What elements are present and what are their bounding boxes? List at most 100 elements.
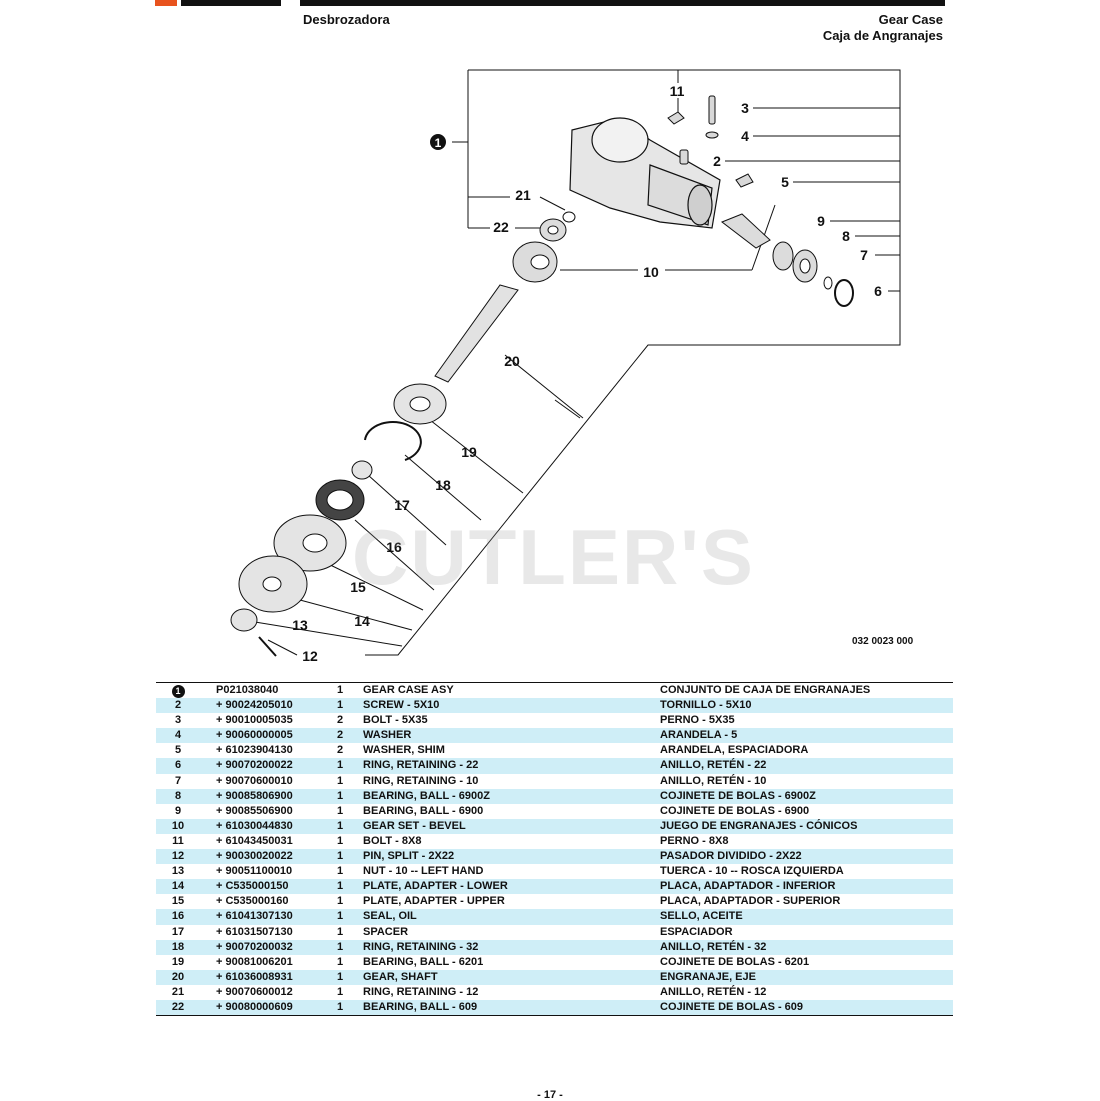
part-description-es: TUERCA - 10 -- ROSCA IZQUIERDA <box>660 865 844 878</box>
part-ref-number: 2 <box>174 699 182 712</box>
part-ref-number: 14 <box>171 880 185 893</box>
part-description-es: PASADOR DIVIDIDO - 2X22 <box>660 850 802 863</box>
callout-3: 3 <box>741 100 749 116</box>
part-ref-number: 22 <box>171 1000 185 1013</box>
part-ref-number: 4 <box>174 729 182 742</box>
part-quantity: 1 <box>337 850 344 863</box>
part-description-es: COJINETE DE BOLAS - 6201 <box>660 955 810 968</box>
part-quantity: 1 <box>337 955 344 968</box>
part-number: + 90070600012 <box>216 985 293 998</box>
part-description-es: ANILLO, RETÉN - 10 <box>660 774 767 787</box>
part-ref-number: 3 <box>174 714 182 727</box>
part-description-es: SELLO, ACEITE <box>660 910 743 923</box>
callout-2: 2 <box>713 153 721 169</box>
callout-19: 19 <box>461 444 477 460</box>
part-description-es: PERNO - 8X8 <box>660 834 729 847</box>
part-description-en: PLATE, ADAPTER - LOWER <box>363 880 508 893</box>
part-quantity: 1 <box>337 985 344 998</box>
section-title-en: Gear Case <box>878 12 943 27</box>
part-number: + 90085506900 <box>216 804 293 817</box>
part-description-es: PERNO - 5X35 <box>660 714 735 727</box>
part-number: + 61043450031 <box>216 834 293 847</box>
part-ref-number: 8 <box>174 789 182 802</box>
part-description-en: BEARING, BALL - 6900 <box>363 804 484 817</box>
callout-14: 14 <box>354 613 370 629</box>
part-number: + 61036008931 <box>216 970 293 983</box>
part-description-es: COJINETE DE BOLAS - 609 <box>660 1000 804 1013</box>
callout-15: 15 <box>350 579 366 595</box>
callout-1: 1 <box>435 136 442 150</box>
section-title-es: Caja de Angranajes <box>822 28 943 43</box>
part-number: + 61041307130 <box>216 910 293 923</box>
part-ref-number: 9 <box>174 804 182 817</box>
part-description-en: RING, RETAINING - 32 <box>363 940 479 953</box>
part-quantity: 1 <box>337 970 344 983</box>
part-quantity: 1 <box>337 865 344 878</box>
part-quantity: 2 <box>337 729 344 742</box>
part-quantity: 1 <box>337 880 344 893</box>
part-description-en: BOLT - 8X8 <box>363 834 422 847</box>
part-ref-number: 17 <box>171 925 185 938</box>
part-description-es: ANILLO, RETÉN - 32 <box>660 940 767 953</box>
part-ref-number: 5 <box>174 744 182 757</box>
part-description-es: PLACA, ADAPTADOR - INFERIOR <box>660 880 836 893</box>
part-quantity: 1 <box>337 819 344 832</box>
part-description-es: COJINETE DE BOLAS - 6900 <box>660 804 810 817</box>
part-ref-number: 10 <box>171 819 185 832</box>
part-quantity: 2 <box>337 714 344 727</box>
callout-18: 18 <box>435 477 451 493</box>
part-quantity: 1 <box>337 834 344 847</box>
part-number: + 90070200032 <box>216 940 293 953</box>
part-description-es: CONJUNTO DE CAJA DE ENGRANAJES <box>660 684 871 696</box>
part-description-en: BOLT - 5X35 <box>363 714 428 727</box>
part-quantity: 1 <box>337 895 344 908</box>
section-title: Gear Case Caja de Angranajes <box>823 12 943 44</box>
part-quantity: 2 <box>337 744 344 757</box>
assembly-callout-icon <box>430 134 446 150</box>
callout-11: 11 <box>670 83 685 99</box>
callout-12: 12 <box>302 648 318 664</box>
part-ref-number: 7 <box>174 774 182 787</box>
part-quantity: 1 <box>337 684 344 696</box>
part-ref-number: 6 <box>174 759 182 772</box>
part-ref-number: 15 <box>171 895 185 908</box>
part-ref-number: 13 <box>171 865 185 878</box>
part-description-es: ANILLO, RETÉN - 22 <box>660 759 767 772</box>
part-quantity: 1 <box>337 1000 344 1013</box>
part-description-en: WASHER <box>363 729 412 742</box>
part-quantity: 1 <box>337 699 344 712</box>
part-description-es: ENGRANAJE, EJE <box>660 970 756 983</box>
part-description-en: SPACER <box>363 925 409 938</box>
part-number: + 90081006201 <box>216 955 293 968</box>
part-description-en: BEARING, BALL - 6201 <box>363 955 484 968</box>
part-number: + C535000160 <box>216 895 289 908</box>
exploded-parts-diagram: 1 2 3 4 5 6 7 8 9 10 11 12 13 14 15 16 1… <box>230 69 901 664</box>
part-description-en: PIN, SPLIT - 2X22 <box>363 850 455 863</box>
part-quantity: 1 <box>337 789 344 802</box>
part-description-en: WASHER, SHIM <box>363 744 445 757</box>
callout-6: 6 <box>874 283 882 299</box>
part-ref-number: 12 <box>171 850 185 863</box>
part-ref-number: 21 <box>171 985 185 998</box>
part-description-es: ESPACIADOR <box>660 925 733 938</box>
part-description-es: TORNILLO - 5X10 <box>660 699 752 712</box>
figure-code: 032 0023 000 <box>852 636 914 647</box>
part-number: + 90060000005 <box>216 729 293 742</box>
part-description-es: COJINETE DE BOLAS - 6900Z <box>660 789 816 802</box>
callout-9: 9 <box>817 213 825 229</box>
